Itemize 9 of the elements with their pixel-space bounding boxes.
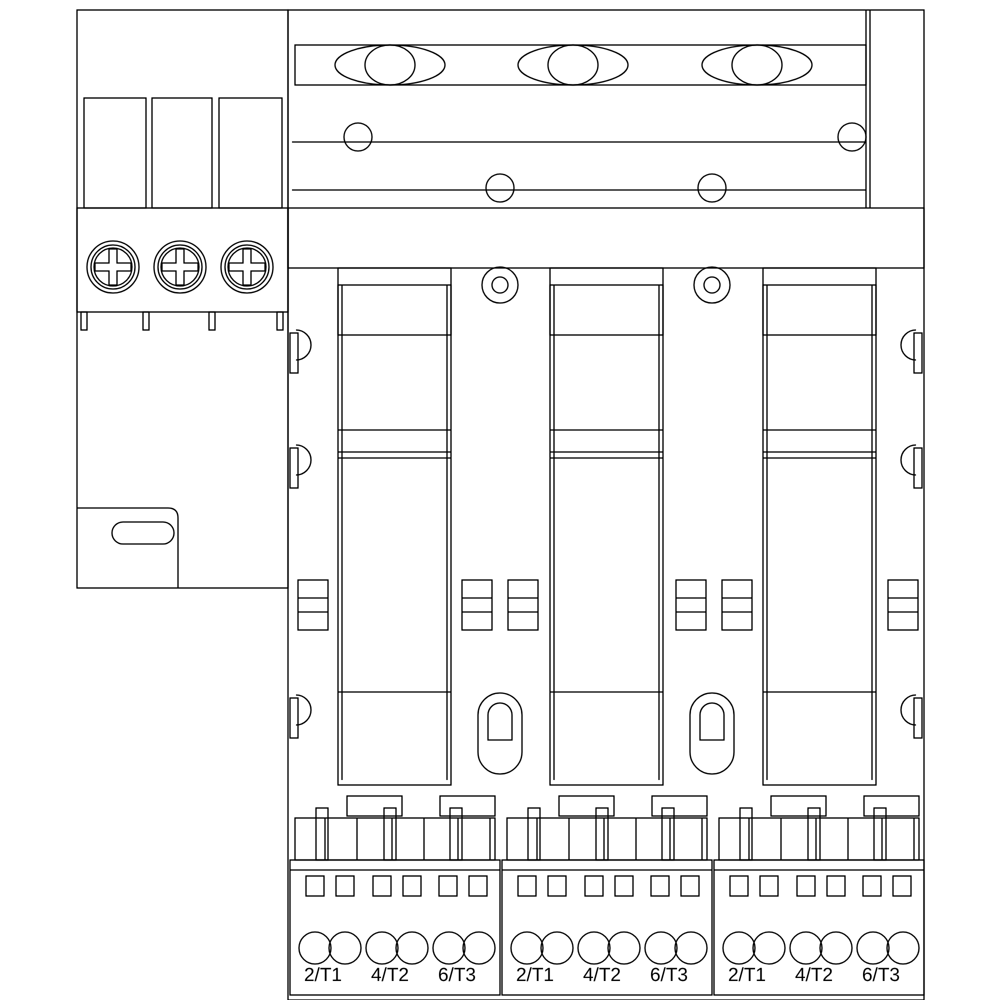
terminal-label: 6/T3 [650, 966, 688, 986]
terminal-label: 6/T3 [438, 966, 476, 986]
terminal-label: 4/T2 [794, 966, 834, 986]
terminal-label: 4/T2 [582, 966, 622, 986]
terminal-label: 2/T1 [516, 966, 554, 986]
terminal-label: 2/T1 [304, 966, 342, 986]
terminal-label: 2/T1 [728, 966, 766, 986]
terminal-label: 6/T3 [862, 966, 900, 986]
terminal-label: 4/T2 [370, 966, 410, 986]
